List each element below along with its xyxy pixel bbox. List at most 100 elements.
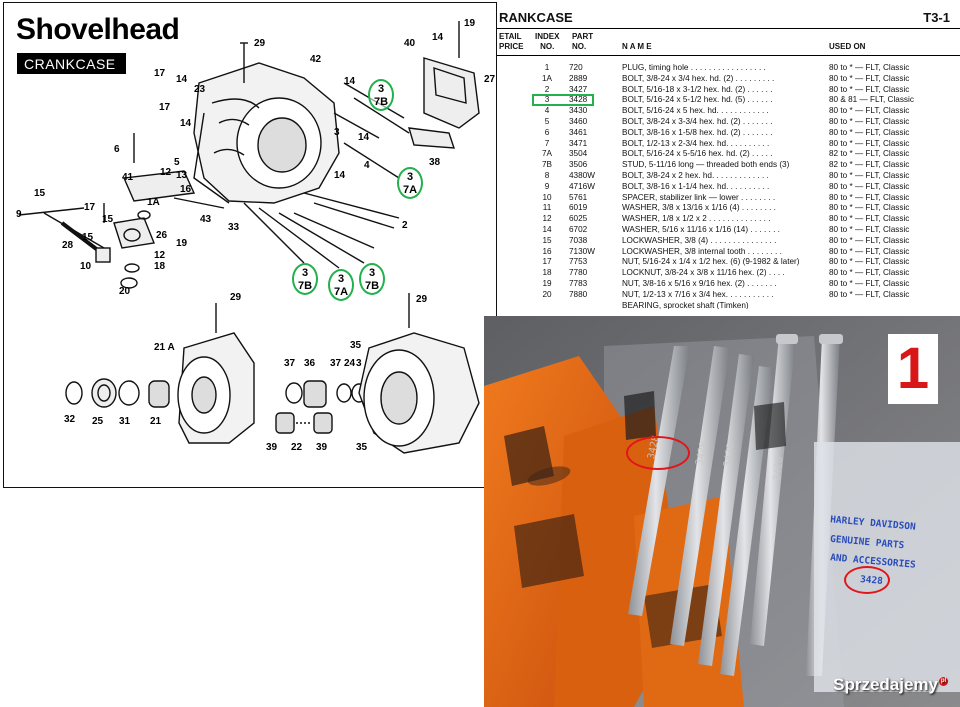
callout-label: 32	[64, 414, 76, 425]
header-part-no: PART NO.	[572, 32, 594, 51]
name-cell: BOLT, 3/8-24 x 2 hex. hd. . . . . . . . …	[622, 170, 769, 180]
used-on-cell: 82 to * — FLT, Classic	[829, 149, 910, 159]
callout-label: 14	[358, 132, 370, 143]
part-no-cell: 3460	[569, 116, 588, 126]
part-no-cell: 7783	[569, 278, 588, 288]
used-on-cell: 80 & 81 — FLT, Classic	[829, 95, 914, 105]
index-no-cell: 12	[542, 214, 552, 224]
callout-label: 14	[432, 32, 444, 43]
highlight-circle: 3 7B	[359, 263, 385, 295]
highlight-index: 3	[337, 273, 345, 285]
parts-list-title: RANKCASE	[499, 10, 573, 25]
callout-label: 29	[230, 292, 242, 303]
index-no-cell: 10	[542, 192, 552, 202]
part-no-cell: 3427	[569, 84, 588, 94]
used-on-cell: 80 to * — FLT, Classic	[829, 84, 910, 94]
callout-label: 19	[176, 238, 188, 249]
index-no-cell: 19	[542, 278, 552, 288]
callout-label: 36	[304, 358, 316, 369]
name-cell: BOLT, 3/8-16 x 1-5/8 hex. hd. (2) . . . …	[622, 127, 773, 137]
callout-label: 15	[34, 188, 46, 199]
watermark-suffix: pl	[940, 678, 947, 684]
parts-row-partial: BEARING, sprocket shaft (Timken)	[497, 301, 960, 309]
highlight-subindex: 7B	[297, 280, 313, 292]
name-cell: WASHER, 3/8 x 13/16 x 1/16 (4) . . . . .…	[622, 203, 776, 213]
callout-label: 17	[154, 68, 166, 79]
highlight-index: 3	[377, 83, 385, 95]
callout-label: 15	[102, 214, 114, 225]
parts-list-code: T3-1	[923, 10, 950, 25]
callout-label: 29	[416, 294, 428, 305]
index-no-cell: 2	[544, 84, 550, 94]
crankcase-drawing	[18, 21, 480, 454]
callout-label: 31	[119, 416, 131, 427]
name-cell: BOLT, 1/2-13 x 2-3/4 hex. hd. . . . . . …	[622, 138, 770, 148]
highlight-subindex: 7A	[402, 184, 418, 196]
name-cell: NUT, 1/2-13 x 7/16 x 3/4 hex. . . . . . …	[622, 289, 774, 299]
part-no-cell: 6025	[569, 214, 588, 224]
name-cell: BOLT, 5/16-24 x 5-1/2 hex. hd. (5) . . .…	[622, 95, 773, 105]
callout-label: 4	[364, 160, 370, 171]
callout-label: 3	[334, 127, 340, 138]
index-no-cell: 15	[542, 235, 552, 245]
name-cell: BOLT, 3/8-16 x 1-1/4 hex. hd. . . . . . …	[622, 181, 770, 191]
used-on-cell: 80 to * — FLT, Classic	[829, 203, 910, 213]
parts-row: 20 7880 NUT, 1/2-13 x 7/16 x 3/4 hex. . . …	[497, 290, 960, 301]
callout-label: 43	[200, 214, 212, 225]
highlight-circle: 3 7B	[292, 263, 318, 295]
callout-label: 14	[176, 74, 188, 85]
used-on-cell: 80 to * — FLT, Classic	[829, 235, 910, 245]
label-line: HARLEY DAVIDSON	[829, 514, 917, 533]
used-on-cell: 80 to * — FLT, Classic	[829, 214, 910, 224]
callout-label: 16	[180, 184, 192, 195]
callout-label: 17	[84, 202, 96, 213]
part-no-cell: 7880	[569, 289, 588, 299]
callout-label: 35	[356, 442, 368, 453]
callout-label: 39	[266, 442, 278, 453]
label-highlight-oval	[844, 566, 890, 594]
callout-label: 37	[284, 358, 296, 369]
used-on-cell: 80 to * — FLT, Classic	[829, 192, 910, 202]
used-on-cell: 80 to * — FLT, Classic	[829, 73, 910, 83]
callout-label: 27	[484, 74, 496, 85]
name-cell: WASHER, 1/8 x 1/2 x 2 . . . . . . . . . …	[622, 214, 771, 224]
diagram-title: Shovelhead	[16, 13, 180, 46]
index-no-cell: 6	[544, 127, 550, 137]
header-used-on: USED ON	[829, 42, 866, 51]
name-cell: WASHER, 5/16 x 11/16 x 1/16 (14) . . . .…	[622, 224, 780, 234]
genuine-parts-label: HARLEY DAVIDSON GENUINE PARTS AND ACCESS…	[814, 442, 960, 692]
index-no-cell: 14	[542, 224, 552, 234]
callout-label: 26	[156, 230, 168, 241]
highlight-subindex: 7B	[364, 280, 380, 292]
callout-label: 24	[344, 358, 356, 369]
callout-label: 12	[154, 250, 166, 261]
index-no-cell: 1	[544, 63, 550, 72]
part-no-cell: 3471	[569, 138, 588, 148]
index-no-cell: 20	[542, 289, 552, 299]
label-line: GENUINE PARTS	[829, 533, 905, 552]
callout-label: 18	[154, 261, 166, 272]
part-no-cell: 5761	[569, 192, 588, 202]
callout-label: 14	[334, 170, 346, 181]
name-cell: LOCKWASHER, 3/8 (4) . . . . . . . . . . …	[622, 235, 777, 245]
name-cell: LOCKWASHER, 3/8 internal tooth . . . . .…	[622, 246, 782, 256]
used-on-cell: 80 to * — FLT, Classic	[829, 268, 910, 278]
part-no-cell: 7038	[569, 235, 588, 245]
part-no-cell: 3428	[569, 95, 588, 105]
highlight-circle: 3 7B	[368, 79, 394, 111]
name-cell: BOLT, 3/8-24 x 3/4 hex. hd. (2) . . . . …	[622, 73, 775, 83]
name-cell: BOLT, 5/16-18 x 3-1/2 hex. hd. (2) . . .…	[622, 84, 773, 94]
photo-number-badge: 1	[888, 334, 938, 404]
highlight-circle: 3 7A	[397, 167, 423, 199]
